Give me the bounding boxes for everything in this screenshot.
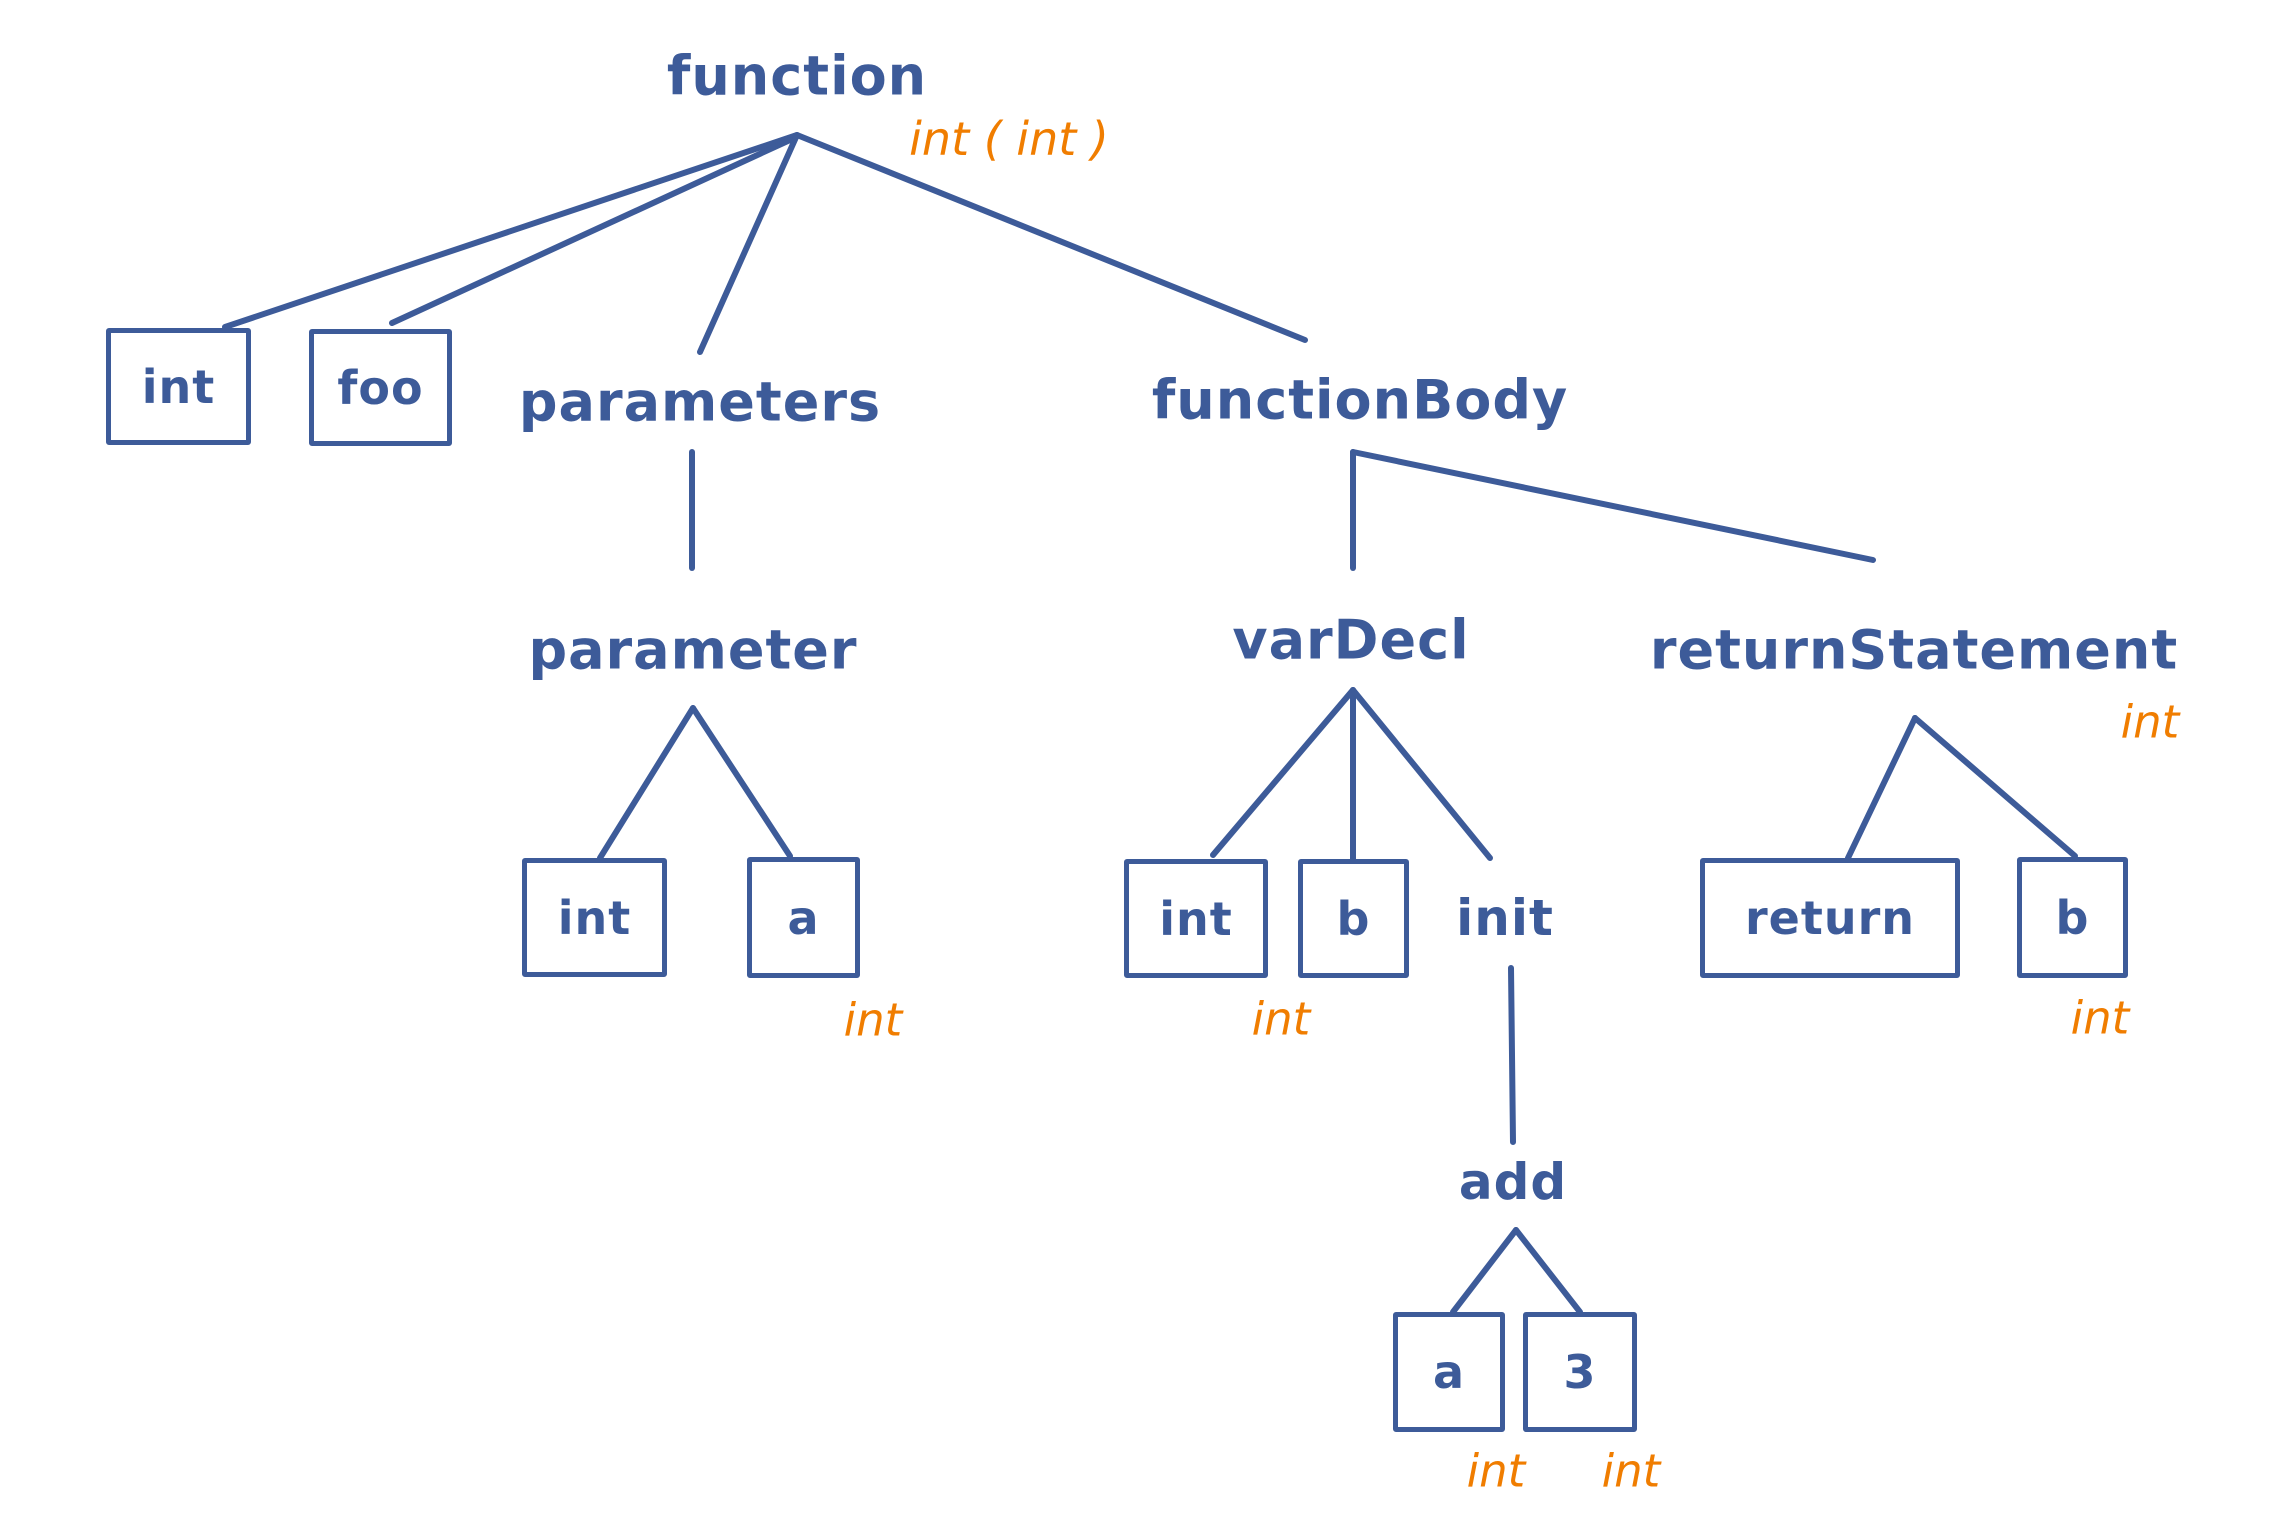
node-function: function [666, 44, 928, 108]
node-parameter-name-box: a [747, 857, 860, 978]
node-return-value-box: b [2017, 857, 2128, 978]
node-label: foo [337, 360, 424, 415]
node-return-type-box: int [106, 328, 251, 445]
node-init: init [1456, 889, 1554, 947]
node-parameter: parameter [528, 618, 858, 682]
node-var-decl: varDecl [1232, 608, 1470, 672]
node-label: return [1744, 891, 1916, 945]
annotation-return-value-type: int [2070, 991, 2130, 1045]
node-add: add [1458, 1153, 1568, 1211]
annotation-function-type: int ( int ) [909, 112, 1109, 166]
node-return-statement: returnStatement [1649, 618, 2179, 682]
node-label: int [557, 890, 632, 945]
node-parameters: parameters [518, 370, 882, 434]
annotation-return-statement-type: int [2120, 695, 2180, 749]
annotation-parameter-name-type: int [843, 993, 903, 1047]
node-add-right-operand-box: 3 [1523, 1312, 1637, 1432]
node-label: 3 [1563, 1345, 1597, 1399]
node-label: b [2055, 890, 2090, 945]
node-function-body: functionBody [1151, 368, 1569, 432]
node-label: a [787, 890, 820, 945]
node-label: int [141, 359, 216, 414]
node-var-decl-type-box: int [1124, 859, 1268, 978]
node-parameter-type-box: int [522, 858, 667, 977]
node-var-decl-name-box: b [1298, 859, 1409, 978]
node-label: int [1159, 891, 1233, 946]
node-label: a [1432, 1345, 1466, 1399]
annotation-add-right-type: int [1601, 1444, 1661, 1498]
node-label: b [1336, 891, 1371, 946]
annotation-var-decl-type: int [1251, 992, 1311, 1046]
node-function-name-box: foo [309, 329, 452, 446]
annotation-add-left-type: int [1466, 1444, 1526, 1498]
node-add-left-operand-box: a [1393, 1312, 1505, 1432]
node-return-keyword-box: return [1700, 858, 1960, 978]
